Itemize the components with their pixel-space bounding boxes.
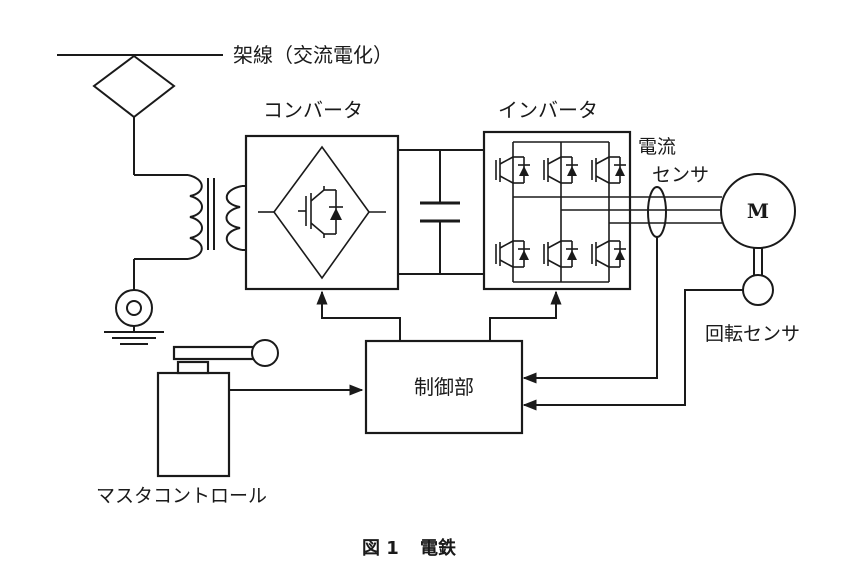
pantograph-icon — [92, 54, 176, 119]
current-sensor-signal — [522, 237, 658, 384]
converter-label: コンバータ — [263, 98, 363, 122]
motor-label: M — [747, 199, 769, 223]
master-controller-label: マスタコントロール — [96, 485, 267, 507]
converter-control-signal — [316, 290, 401, 341]
inverter-switches-icon — [495, 141, 626, 283]
overhead-line-label: 架線（交流電化） — [233, 43, 393, 67]
wheel-ground-icon — [104, 289, 164, 345]
figure-number: 図 1 — [362, 538, 399, 559]
capacitor-icon — [420, 201, 460, 223]
rotation-sensor-label: 回転センサ — [705, 323, 800, 345]
converter-bridge-icon — [258, 145, 386, 280]
figure-title: 電鉄 — [420, 537, 456, 559]
dc-link — [398, 149, 484, 275]
controller-label: 制御部 — [414, 375, 474, 399]
current-sensor-icon — [647, 186, 667, 238]
inverter-control-signal — [489, 290, 562, 341]
transformer-icon — [134, 174, 246, 260]
current-sensor-label-line1: 電流 — [638, 136, 676, 158]
rotation-sensor-icon — [742, 274, 774, 306]
rotation-sensor-signal — [522, 289, 743, 411]
inverter-label: インバータ — [498, 98, 598, 122]
motor-icon — [720, 173, 796, 249]
current-sensor-label-line2: センサ — [652, 164, 709, 186]
master-controller-icon — [156, 339, 279, 478]
controller-box — [364, 339, 524, 435]
